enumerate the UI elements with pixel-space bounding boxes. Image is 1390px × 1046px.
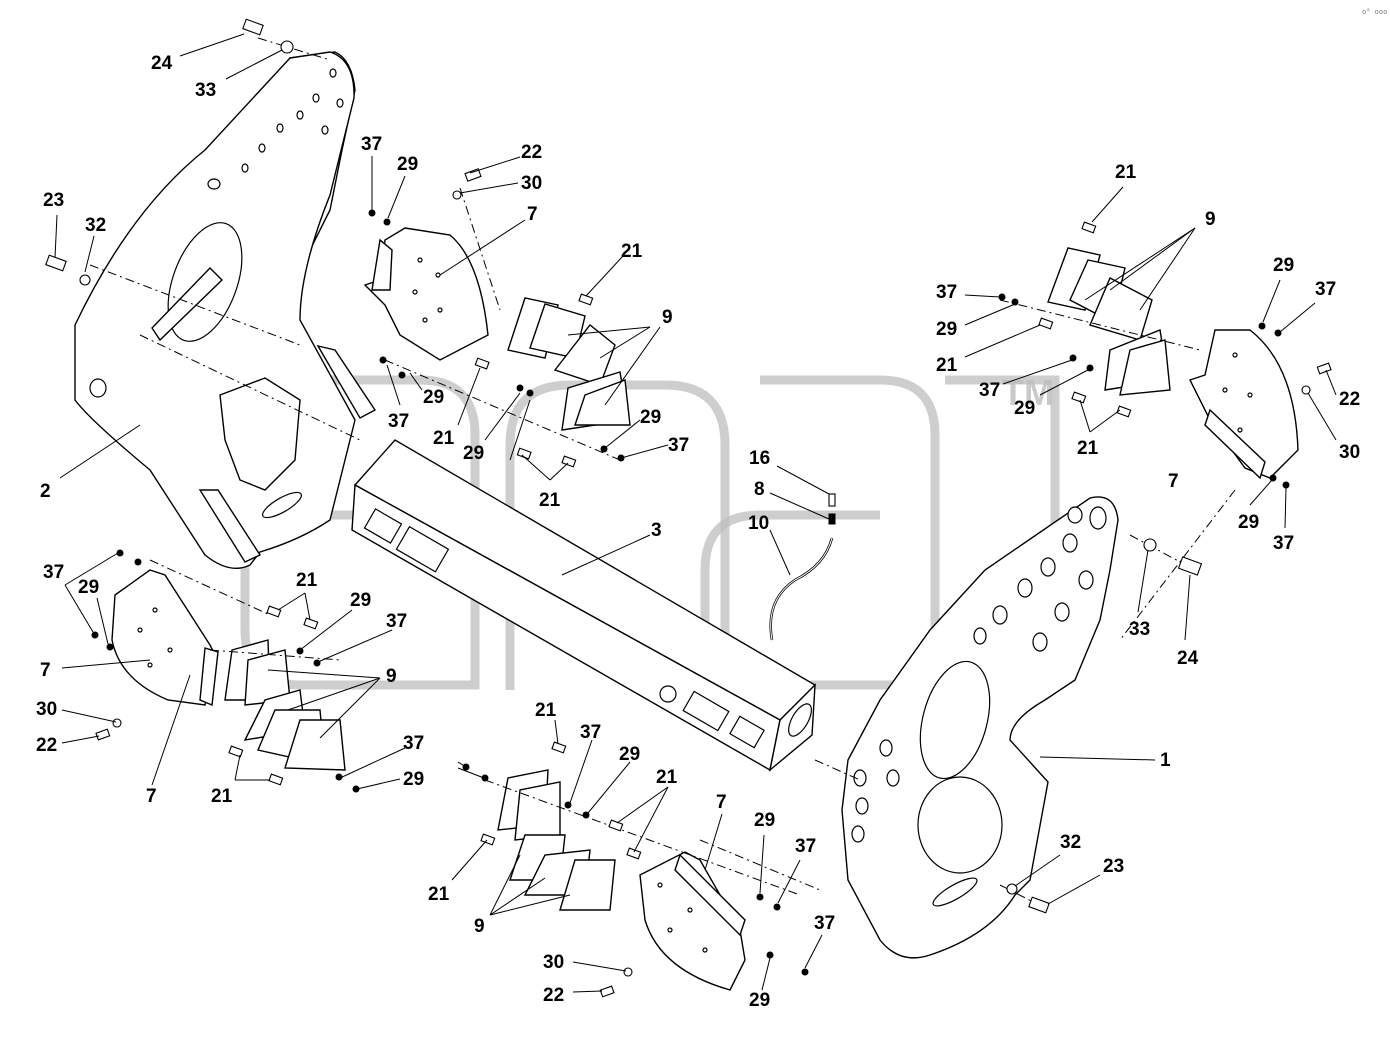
callout-37: 37: [388, 411, 409, 432]
callout-37: 37: [361, 134, 382, 155]
corner-mark: o° ooo: [1362, 8, 1387, 16]
callout-23: 23: [1103, 856, 1124, 877]
part-9-plates-lower-left: [224, 639, 346, 771]
callout-37: 37: [403, 733, 424, 754]
callout-29: 29: [397, 154, 418, 175]
callout-30: 30: [36, 699, 57, 720]
callout-21: 21: [296, 570, 318, 591]
callout-29: 29: [640, 407, 661, 428]
callout-7: 7: [40, 660, 51, 681]
callout-29: 29: [78, 577, 99, 598]
part-9-plates-upper-center: [507, 297, 631, 431]
callout-22: 22: [36, 735, 57, 756]
callout-29: 29: [423, 387, 444, 408]
callout-29: 29: [1273, 255, 1294, 276]
callout-24: 24: [1177, 648, 1199, 669]
callout-29: 29: [754, 810, 775, 831]
assembly-lines: [89, 37, 1236, 909]
callout-37: 37: [1315, 279, 1336, 300]
hose-assembly: [769, 493, 836, 641]
part-3-center-beam: [351, 439, 817, 772]
callout-21: 21: [1115, 162, 1137, 183]
callout-3: 3: [651, 520, 662, 541]
callout-21: 21: [211, 786, 233, 807]
callout-33: 33: [1129, 619, 1150, 640]
callout-22: 22: [1339, 389, 1360, 410]
callout-30: 30: [543, 952, 564, 973]
part-9-plates-lower-center: [497, 769, 616, 911]
callout-32: 32: [85, 215, 106, 236]
callout-33: 33: [195, 80, 216, 101]
callout-29: 29: [463, 443, 484, 464]
callout-9: 9: [662, 307, 673, 328]
callout-37: 37: [580, 722, 601, 743]
callout-24: 24: [151, 53, 173, 74]
hardware: [45, 18, 1332, 998]
callout-21: 21: [621, 241, 643, 262]
callout-labels: 24 33 23 32 37 29 22 30 7 21 9 29 37 21 …: [36, 53, 1360, 1011]
callout-16: 16: [749, 448, 770, 469]
callout-30: 30: [1339, 442, 1360, 463]
callout-21: 21: [656, 767, 678, 788]
part-7-bracket-lower-center: [639, 851, 746, 991]
callout-30: 30: [521, 173, 542, 194]
callout-7: 7: [146, 786, 157, 807]
part-7-bracket-upper-right: [1189, 329, 1299, 480]
callout-37: 37: [795, 836, 816, 857]
callout-29: 29: [749, 990, 770, 1011]
callout-21: 21: [1077, 438, 1099, 459]
part-1-right-side-plate: [841, 496, 1119, 959]
callout-10: 10: [748, 513, 769, 534]
callout-37: 37: [1273, 533, 1294, 554]
callout-21: 21: [936, 355, 958, 376]
callout-37: 37: [43, 562, 64, 583]
callout-1: 1: [1160, 750, 1171, 771]
part-9-plates-upper-right: [1047, 247, 1171, 396]
callout-21: 21: [535, 700, 557, 721]
part-7-bracket-lower-left: [111, 569, 219, 707]
callout-9: 9: [474, 916, 485, 937]
callout-22: 22: [521, 142, 542, 163]
callout-21: 21: [428, 884, 450, 905]
callout-29: 29: [403, 769, 424, 790]
callout-37: 37: [979, 380, 1000, 401]
callout-2: 2: [40, 481, 51, 502]
callout-29: 29: [619, 744, 640, 765]
leader-lines: [54, 33, 1337, 993]
callout-22: 22: [543, 985, 564, 1006]
callout-32: 32: [1060, 832, 1081, 853]
callout-9: 9: [386, 666, 397, 687]
callout-21: 21: [433, 428, 455, 449]
callout-29: 29: [936, 319, 957, 340]
callout-29: 29: [1238, 512, 1259, 533]
part-7-bracket-upper-center: [363, 227, 489, 361]
callout-7: 7: [1168, 471, 1179, 492]
callout-37: 37: [814, 913, 835, 934]
callout-37: 37: [936, 282, 957, 303]
callout-9: 9: [1205, 209, 1216, 230]
callout-8: 8: [754, 479, 765, 500]
callout-37: 37: [668, 435, 689, 456]
callout-7: 7: [527, 204, 538, 225]
part-2-left-side-plate: [74, 51, 377, 569]
callout-29: 29: [1014, 398, 1035, 419]
callout-23: 23: [43, 190, 64, 211]
callout-29: 29: [350, 590, 371, 611]
callout-21: 21: [539, 490, 561, 511]
callout-7: 7: [716, 792, 727, 813]
callout-37: 37: [386, 611, 407, 632]
